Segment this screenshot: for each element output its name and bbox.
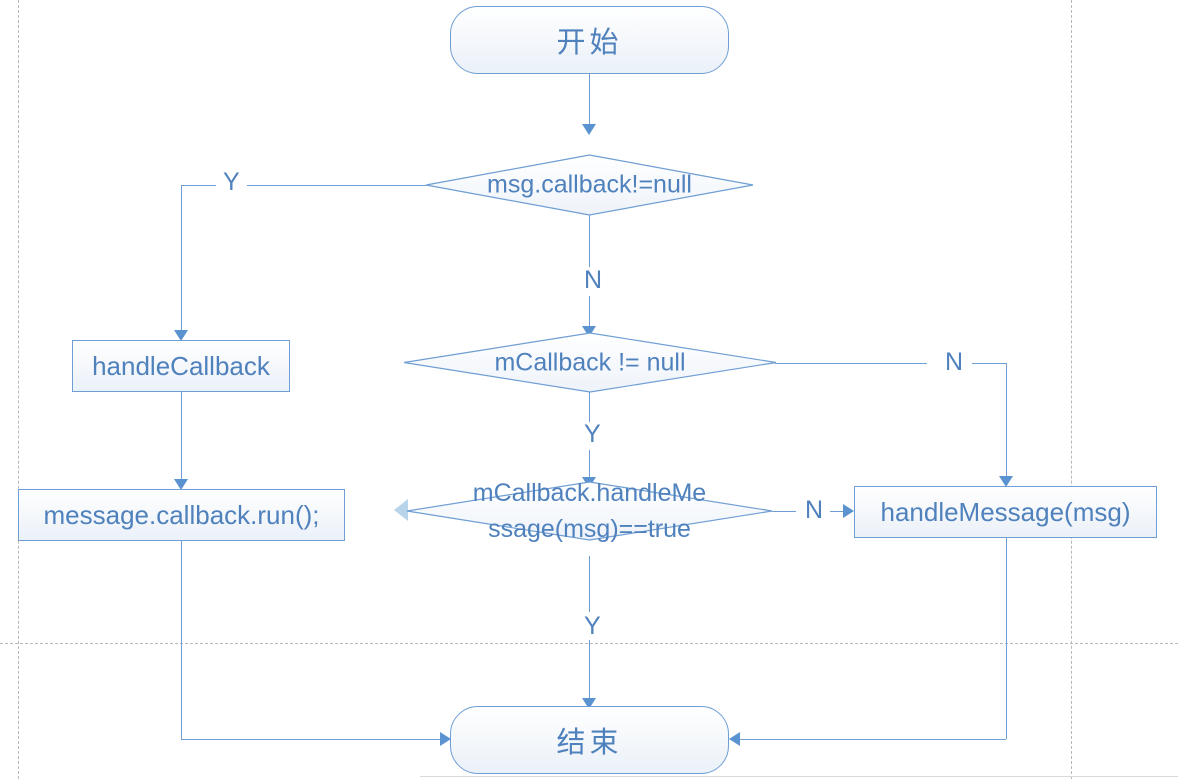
edge-handlemessage-to-end: [740, 739, 1006, 740]
edge-label-decision2-no: N: [938, 350, 971, 375]
node-handle-callback[interactable]: handleCallback: [72, 340, 290, 392]
arrowhead-decision3-left-marker: [394, 499, 408, 521]
arrowhead-decision2-no: [999, 476, 1013, 487]
node-end-label: 结束: [556, 727, 623, 759]
edge-decision1-yes-horizontal: [181, 185, 426, 186]
node-decision-mcallback-not-null[interactable]: mCallback != null: [403, 332, 777, 393]
arrowhead-handlecallback-to-callbackrun: [174, 479, 188, 490]
decision3-outline: [406, 481, 773, 541]
node-handle-message-label: handleMessage(msg): [880, 496, 1131, 527]
edge-label-decision2-yes: Y: [577, 422, 608, 447]
edge-decision2-no-horizontal-a: [775, 363, 927, 364]
edge-label-decision1-yes: Y: [216, 170, 247, 195]
arrowhead-start-to-decision1: [582, 124, 596, 135]
edge-label-decision1-no: N: [577, 268, 610, 293]
arrowhead-handlemessage-to-end: [729, 732, 740, 746]
node-end[interactable]: 结束: [450, 706, 729, 774]
arrowhead-callbackrun-to-end: [440, 732, 451, 746]
arrowhead-decision3-yes: [582, 698, 596, 709]
edge-decision2-no-vertical: [1006, 363, 1007, 481]
arrowhead-decision1-no: [582, 326, 596, 337]
edge-decision2-yes-upper: [589, 391, 590, 423]
decision1-outline: [425, 154, 754, 216]
edge-decision2-yes-lower: [589, 450, 590, 482]
edge-decision3-yes-lower: [589, 640, 590, 703]
edge-callbackrun-down: [181, 541, 182, 739]
edge-decision3-no-horizontal-a: [772, 511, 796, 512]
node-handle-callback-label: handleCallback: [92, 350, 270, 381]
edge-label-decision3-yes: Y: [577, 614, 608, 639]
edge-decision1-no-upper: [589, 215, 590, 267]
node-message-callback-run-label: message.callback.run();: [43, 499, 320, 530]
node-start[interactable]: 开始: [450, 6, 729, 74]
edge-start-to-decision1: [589, 74, 590, 128]
guide-line-vertical-right: [1071, 0, 1072, 779]
guide-line-bottom-edge: [420, 776, 1178, 777]
edge-handlemessage-down: [1006, 538, 1007, 739]
edge-callbackrun-to-end: [181, 739, 449, 740]
edge-decision1-no-lower: [589, 296, 590, 331]
arrowhead-decision3-no: [843, 504, 854, 518]
edge-decision1-yes-vertical: [181, 185, 182, 335]
guide-line-vertical-left: [18, 0, 19, 779]
edge-decision2-no-horizontal-b: [972, 363, 1007, 364]
node-message-callback-run[interactable]: message.callback.run();: [18, 489, 345, 541]
edge-handlecallback-to-callbackrun: [181, 392, 182, 484]
decision2-outline: [403, 332, 777, 393]
node-decision-msg-callback-not-null[interactable]: msg.callback!=null: [425, 154, 754, 216]
edge-label-decision3-no: N: [798, 498, 831, 523]
node-decision-handlemessage-true[interactable]: mCallback.handleMe ssage(msg)==true: [406, 479, 773, 543]
edge-decision3-yes-upper: [589, 556, 590, 612]
arrowhead-decision1-yes: [174, 330, 188, 341]
node-handle-message[interactable]: handleMessage(msg): [854, 486, 1157, 538]
node-start-label: 开始: [556, 27, 623, 59]
edge-decision3-no-horizontal-b: [826, 511, 852, 512]
